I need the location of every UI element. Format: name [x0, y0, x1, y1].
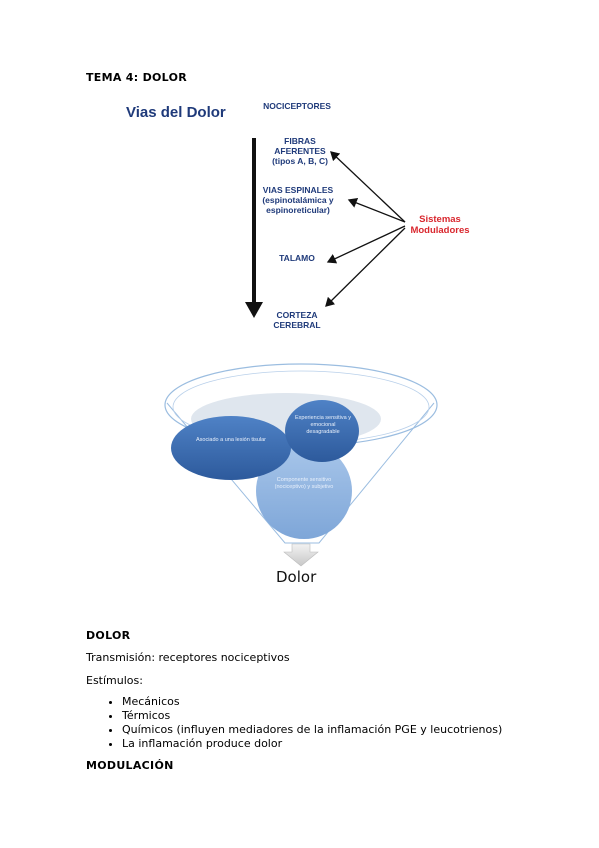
transmission-text: Transmisión: receptores nociceptivos: [86, 651, 290, 664]
pathway-arrows: [245, 138, 406, 318]
stimuli-list: Mecánicos Térmicos Químicos (influyen me…: [86, 695, 566, 751]
list-item: La inflamación produce dolor: [122, 737, 566, 751]
list-item: Químicos (influyen mediadores de la infl…: [122, 723, 566, 737]
step-vias-espinales: VIAS ESPINALES (espinotalámica y espinor…: [262, 185, 334, 215]
circle-label-componente: Componente sensitivo (nociceptivo) y sub…: [274, 477, 334, 490]
list-item: Térmicos: [122, 709, 566, 723]
modulator-arrow-corteza: [325, 227, 406, 307]
sistemas-moduladores-label: Sistemas Moduladores: [410, 214, 470, 236]
circle-componente-sensitivo: [256, 443, 352, 539]
down-arrow-icon: [283, 543, 319, 567]
step-corteza-cerebral: CORTEZA CEREBRAL: [273, 310, 321, 330]
list-item: Mecánicos: [122, 695, 566, 709]
page-title: TEMA 4: DOLOR: [86, 71, 188, 84]
circle-lesion-tisular: [171, 416, 291, 480]
section-heading-dolor: DOLOR: [86, 629, 131, 642]
section-heading-modulacion: MODULACIÓN: [86, 759, 174, 772]
circle-label-experiencia: Experiencia sensitiva y emocional desagr…: [295, 415, 351, 435]
step-nociceptores: NOCICEPTORES: [263, 101, 331, 111]
step-talamo: TALAMO: [279, 253, 315, 263]
funnel-result-label: Dolor: [276, 568, 317, 586]
stimuli-label: Estímulos:: [86, 674, 143, 687]
circle-label-lesion-tisular: Asociado a una lesión tisular: [195, 437, 266, 443]
step-fibras-aferentes: FIBRAS AFERENTES (tipos A, B, C): [272, 136, 328, 166]
modulator-arrow-vias: [347, 198, 406, 223]
pain-funnel-diagram: Asociado a una lesión tisular Experienci…: [0, 355, 599, 590]
main-flow-arrowhead: [245, 302, 263, 318]
modulator-arrow-talamo: [326, 225, 406, 264]
modulator-arrow-fibras: [330, 151, 406, 223]
pathway-title: Vias del Dolor: [126, 104, 226, 121]
circle-experiencia: [285, 400, 359, 462]
pain-pathway-diagram: Vias del Dolor NOCICEPTORES FIBRAS AFERE…: [0, 0, 599, 340]
